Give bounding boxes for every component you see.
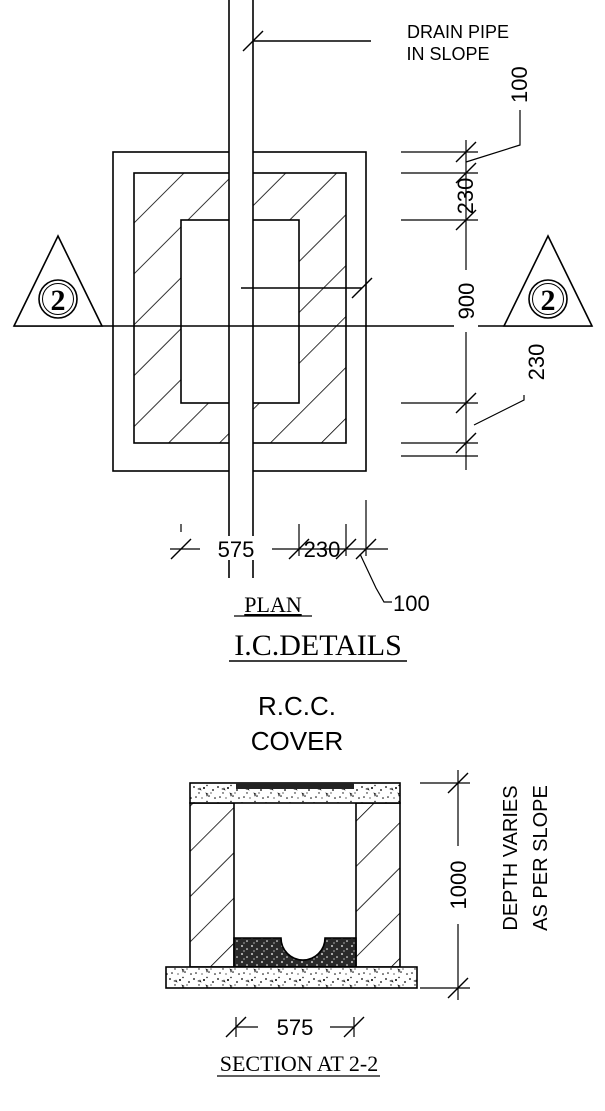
section-marker-right: 2 xyxy=(502,234,594,327)
drain-pipe-label-line1: DRAIN PIPE xyxy=(407,22,509,42)
section-dim-inner-width-label: 575 xyxy=(277,1015,314,1040)
depth-note-line1: DEPTH VARIES xyxy=(500,785,522,930)
drawing-title: I.C.DETAILS xyxy=(234,629,402,662)
dim-side-edge-label: 100 xyxy=(393,591,430,616)
dim-wall-bottom-label: 230 xyxy=(524,344,549,381)
dim-inner-width-label: 575 xyxy=(218,537,255,562)
dim-depth-label: 1000 xyxy=(446,861,471,910)
section-base-pcc xyxy=(165,966,418,989)
section-marker-left: 2 xyxy=(12,234,104,327)
section-benching xyxy=(233,937,357,968)
plan-vertical-dimension xyxy=(401,110,525,470)
section-view: R.C.C. COVER 1000 DEPTH VARIES AS PER SL… xyxy=(165,691,552,1077)
plan-center-leader-tick xyxy=(351,277,373,299)
depth-note-line2: AS PER SLOPE xyxy=(530,785,552,931)
plan-caption: PLAN xyxy=(244,592,302,617)
section-cover-dark-band xyxy=(236,783,354,789)
drain-pipe-leader: DRAIN PIPE IN SLOPE xyxy=(242,22,509,64)
dim-wall-top-label: 230 xyxy=(453,178,478,215)
cover-label-line2: COVER xyxy=(251,726,343,756)
drain-pipe-label-line2: IN SLOPE xyxy=(406,44,489,64)
cover-label-line1: R.C.C. xyxy=(258,691,336,721)
section-right-wall xyxy=(355,802,401,968)
section-width-dimension xyxy=(225,1014,365,1040)
dim-inner-height-label: 900 xyxy=(454,283,479,320)
section-marker-left-label: 2 xyxy=(51,284,66,317)
dim-top-edge-label: 100 xyxy=(507,66,532,103)
drain-pipe-band xyxy=(229,0,253,578)
section-left-wall xyxy=(189,802,235,968)
dim-wall-side-label: 230 xyxy=(304,537,341,562)
section-depth-dimension xyxy=(420,770,470,1000)
section-marker-right-label: 2 xyxy=(541,284,556,317)
plan-view: 2 2 DRAIN PIPE IN SLOPE xyxy=(12,0,594,662)
section-caption: SECTION AT 2-2 xyxy=(220,1051,379,1076)
plan-horizontal-dimension xyxy=(170,500,392,603)
